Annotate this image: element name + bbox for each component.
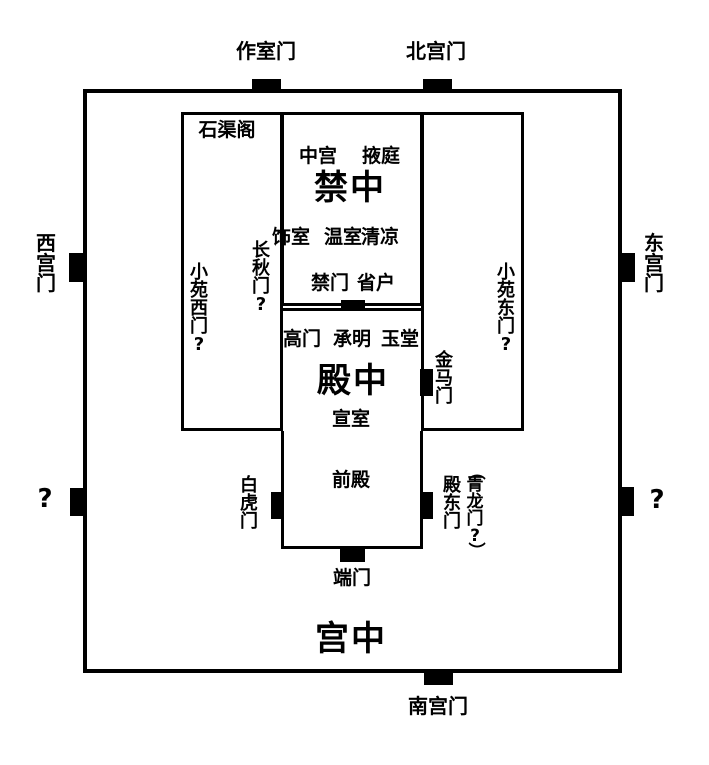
gate-marker-diandongmen [420, 492, 433, 519]
gate-marker-zuoshimen [252, 79, 281, 91]
gate-label-xigongmen: 西宫门 [36, 231, 56, 295]
gate-marker-beigongmen [423, 79, 452, 91]
gate-label-xiaoyuandongmen: 小苑东门? [497, 262, 515, 355]
gate-label-baihumen: 白虎门 [240, 475, 258, 532]
building-label-yeting: 掖庭 [361, 145, 401, 167]
gate-marker-jinmamen [420, 369, 433, 396]
gate-label-gaomen: 高门 [282, 328, 322, 350]
gate-marker-duanmen [340, 548, 365, 562]
jinzhong-box [281, 112, 423, 306]
gate-label-xiaoyuanximen: 小苑西门? [190, 262, 208, 355]
building-label-yutang: 玉堂 [380, 328, 420, 350]
building-label-wenshi: 温室 [323, 226, 363, 248]
gate-marker-nangongmen [424, 670, 453, 685]
gate-marker-baihumen [271, 492, 284, 519]
zone-label-dianzhong: 殿中 [317, 361, 389, 401]
dianzhong-lower-box [281, 431, 423, 549]
gate-marker-xigongmen [69, 253, 84, 282]
gate-label-jinmamen: 金马门 [435, 350, 453, 407]
gate-label-jinmen: 禁门 [310, 272, 350, 294]
gate-label-zuoshimen: 作室门 [236, 39, 296, 63]
gate-label-beigongmen: 北宫门 [406, 39, 466, 63]
building-label-shiquge: 石渠阁 [198, 119, 256, 141]
gate-marker-jinmen [341, 300, 365, 309]
gate-label-shenghu: 省户 [356, 272, 396, 294]
building-label-shishi: 饰室 [271, 226, 311, 248]
gate-label-donggongmen: 东宫门 [644, 231, 664, 295]
gate-marker-unknown-east [620, 487, 634, 516]
gate-label-diandongmen: 殿东门 [443, 475, 461, 532]
building-label-xuanshi: 宣室 [331, 408, 371, 430]
outer-palace-wall [83, 89, 622, 673]
gate-label-changqiumen: 长秋门? [252, 240, 270, 315]
building-label-zhonggong: 中宫 [298, 145, 338, 167]
building-label-qiandian: 前殿 [331, 469, 371, 491]
gate-marker-donggongmen [620, 253, 635, 282]
building-label-qingliang: 清凉 [360, 226, 400, 248]
zone-label-jinzhong: 禁中 [314, 168, 386, 208]
gate-label-nangongmen: 南宫门 [408, 694, 468, 718]
gate-label-qinglongmen: （青龙门?） [465, 463, 486, 559]
gate-label-unknown-east: ? [649, 485, 665, 515]
gate-label-duanmen: 端门 [332, 567, 372, 589]
building-label-chengming: 承明 [332, 328, 372, 350]
gate-label-unknown-west: ? [37, 484, 53, 514]
gate-marker-unknown-west [70, 488, 84, 516]
zone-label-gongzhong: 宫中 [315, 619, 387, 659]
